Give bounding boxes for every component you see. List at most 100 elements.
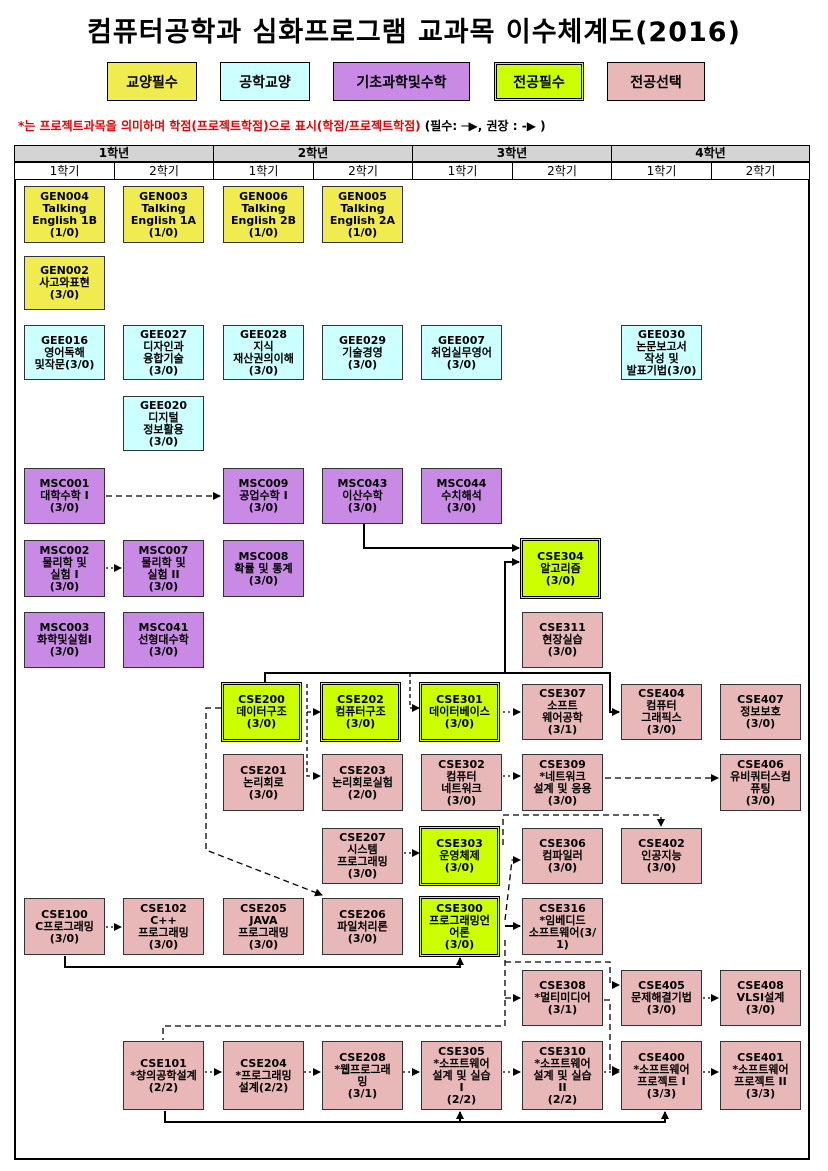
course-cse308: CSE308*멀티미디어 (3/1) [522, 970, 603, 1026]
note-project-text: *는 프로젝트과목을 의미하며 학점(프로젝트학점)으로 표시(학점/프로젝트학… [18, 119, 421, 133]
course-code: CSE405 [638, 979, 685, 992]
course-description: 물리학 및 실험 I (3/0) [42, 555, 87, 593]
year-2-header: 2학년 [213, 145, 413, 162]
course-code: MSC001 [39, 477, 90, 490]
course-description: 디지털 정보활용 (3/0) [143, 410, 184, 448]
semester-header: 1학기 [213, 162, 314, 180]
course-description: 물리학 및 실험 II (3/0) [141, 555, 186, 593]
legend-basic-science-math: 기초과학및수학 [333, 62, 470, 101]
course-description: 논문보고서 작성 및 발표기법(3/0) [626, 339, 697, 377]
course-description: 컴파일러 (3/0) [542, 849, 583, 874]
course-description: 유비쿼터스컴 퓨팅 (3/0) [730, 769, 791, 807]
arrow-required [264, 672, 620, 716]
arrow-recommended [306, 684, 321, 716]
course-cse101: CSE101*창의공학설계 (2/2) [123, 1041, 204, 1110]
legend-note: *는 프로젝트과목을 의미하며 학점(프로젝트학점)으로 표시(학점/프로젝트학… [18, 117, 546, 134]
course-code: CSE404 [638, 687, 685, 700]
course-code: CSE407 [737, 693, 784, 706]
course-cse204: CSE204*프로그래밍 설계(2/2) [223, 1041, 304, 1110]
course-code: CSE100 [41, 907, 88, 921]
arrow-required [164, 1111, 669, 1123]
course-cse309: CSE309*네트워크 설계 및 응용 (3/0) [522, 754, 603, 811]
arrow-required [504, 558, 520, 673]
course-description: 정보보호 (3/0) [740, 705, 781, 730]
course-code: CSE408 [737, 979, 784, 992]
course-code: CSE301 [436, 693, 483, 706]
course-code: CSE202 [337, 693, 384, 706]
arrow-required [363, 524, 520, 552]
course-cse310: CSE310*소프트웨어 설계 및 실습 II (2/2) [522, 1041, 603, 1110]
course-code: CSE311 [539, 621, 586, 634]
course-code: CSE102 [140, 901, 187, 915]
course-code: MSC008 [238, 549, 289, 563]
semester-header: 2학기 [512, 162, 612, 180]
course-description: 지식 재산권의이해 (3/0) [233, 339, 294, 377]
course-description: 시스템 프로그래밍 (3/0) [337, 843, 388, 880]
arrow-recommended [409, 673, 420, 712]
course-code: CSE200 [238, 693, 285, 706]
course-description: *소프트웨어 프로젝트 II (3/3) [732, 1062, 789, 1100]
legend-engineering-liberal: 공학교양 [220, 62, 310, 101]
course-description: 인공지능 (3/0) [641, 849, 682, 874]
course-code: GEN002 [40, 264, 89, 277]
course-code: GEE030 [637, 327, 686, 341]
course-code: GEE016 [40, 333, 89, 347]
legend-major-required: 전공필수 [494, 62, 584, 101]
course-description: Talking English 1B (1/0) [31, 201, 97, 239]
arrow-recommended [504, 856, 521, 921]
course-code: MSC003 [39, 621, 90, 634]
course-description: 화학및실험I (3/0) [37, 633, 92, 658]
course-description: *웹프로그래 밍 (3/1) [334, 1062, 391, 1100]
course-cse401: CSE401*소프트웨어 프로젝트 II (3/3) [720, 1041, 801, 1110]
course-description: 논리회로 (3/0) [243, 775, 284, 801]
course-code: GEN003 [139, 189, 188, 203]
course-description: 알고리즘 (3/0) [540, 561, 581, 587]
year-1-header: 1학년 [14, 145, 214, 162]
course-description: 이산수학 (3/0) [342, 489, 383, 514]
course-code: GEE029 [338, 333, 387, 347]
course-description: *네트워크 설계 및 응용 (3/0) [533, 769, 592, 807]
course-description: 데이터베이스 (3/0) [429, 705, 490, 730]
course-code: CSE401 [737, 1050, 784, 1064]
course-code: GEN006 [239, 189, 288, 203]
course-description: 논리회로실험 (2/0) [332, 775, 393, 801]
course-description: 데이터구조 (3/0) [236, 705, 287, 730]
year-3-header: 3학년 [412, 145, 612, 162]
course-code: CSE207 [339, 831, 386, 844]
course-code: CSE316 [539, 901, 586, 915]
course-code: CSE201 [240, 763, 287, 777]
course-description: 운영체제 (3/0) [439, 849, 480, 874]
course-description: 컴퓨터 그래픽스 (3/0) [641, 699, 682, 736]
course-description: *창의공학설계 (2/2) [130, 1068, 197, 1094]
course-description: JAVA 프로그래밍 (3/0) [238, 913, 289, 951]
course-description: *임베디드 소프트웨어(3/ 1) [528, 913, 597, 951]
course-description: 공업수학 I (3/0) [239, 489, 288, 514]
course-description: 컴퓨터 네트워크 (3/0) [441, 769, 482, 807]
semester-header: 1학기 [412, 162, 513, 180]
course-description: *소프트웨어 설계 및 실습 II (2/2) [533, 1056, 592, 1106]
course-code: CSE305 [438, 1044, 485, 1058]
course-description: 기술경영 (3/0) [342, 345, 383, 371]
arrow-recommended [502, 814, 665, 845]
